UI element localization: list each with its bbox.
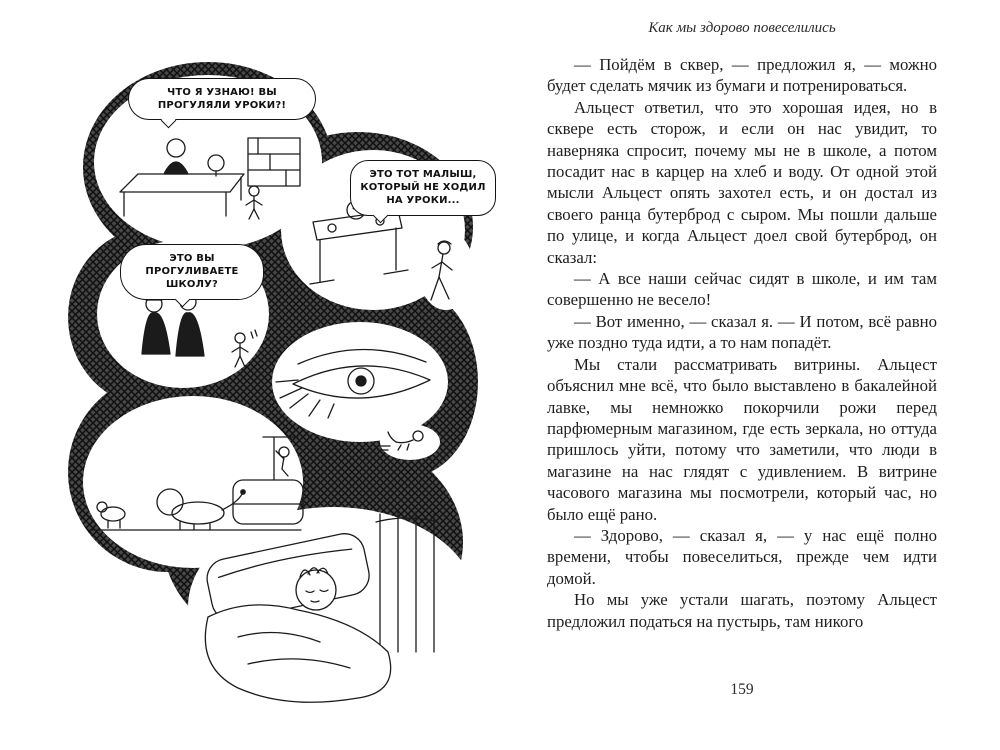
teacher-scene-sketch — [119, 137, 301, 220]
paragraph: Мы стали рассматривать витрины. Альцест … — [547, 354, 937, 524]
eye-sketch — [275, 348, 431, 419]
speech-bubble-teacher: ЧТО Я УЗНАЮ! ВЫ ПРОГУЛЯЛИ УРОКИ?! — [128, 78, 316, 121]
paragraph: Альцест ответил, что это хорошая идея, н… — [547, 97, 937, 267]
fleeing-cat-sketch — [377, 430, 424, 451]
page-number: 159 — [730, 681, 754, 698]
lion-scene-sketch — [89, 436, 304, 531]
paragraph: — Здорово, — сказал я, — у нас ещё полно… — [547, 525, 937, 588]
dream-cloud-drawing — [68, 62, 478, 707]
story-text: — Пойдём в сквер, — предложил я, — можно… — [547, 54, 937, 632]
paragraph: — Вот именно, — сказал я. — И потом, всё… — [547, 311, 937, 353]
paragraph: — Пойдём в сквер, — предложил я, — можно… — [547, 55, 937, 96]
paragraph: Но мы уже устали шагать, поэтому Альцест… — [547, 590, 937, 631]
sleeping-boy-sketch — [204, 511, 439, 703]
dream-illustration: ЧТО Я УЗНАЮ! ВЫ ПРОГУЛЯЛИ УРОКИ?! ЭТО ТО… — [58, 52, 496, 720]
running-header: Как мы здорово повеселились — [648, 20, 836, 36]
paragraph: — А все наши сейчас сидят в школе, и им … — [547, 269, 937, 310]
passerby-sketch — [430, 240, 453, 301]
text-column: Как мы здорово повеселились — Пойдём в с… — [547, 20, 937, 632]
speech-bubble-policeman: ЭТО ВЫ ПРОГУЛИВАЕТЕ ШКОЛУ? — [120, 244, 264, 300]
speech-bubble-passerby: ЭТО ТОТ МАЛЫШ, КОТОРЫЙ НЕ ХОДИЛ НА УРОКИ… — [350, 160, 496, 216]
